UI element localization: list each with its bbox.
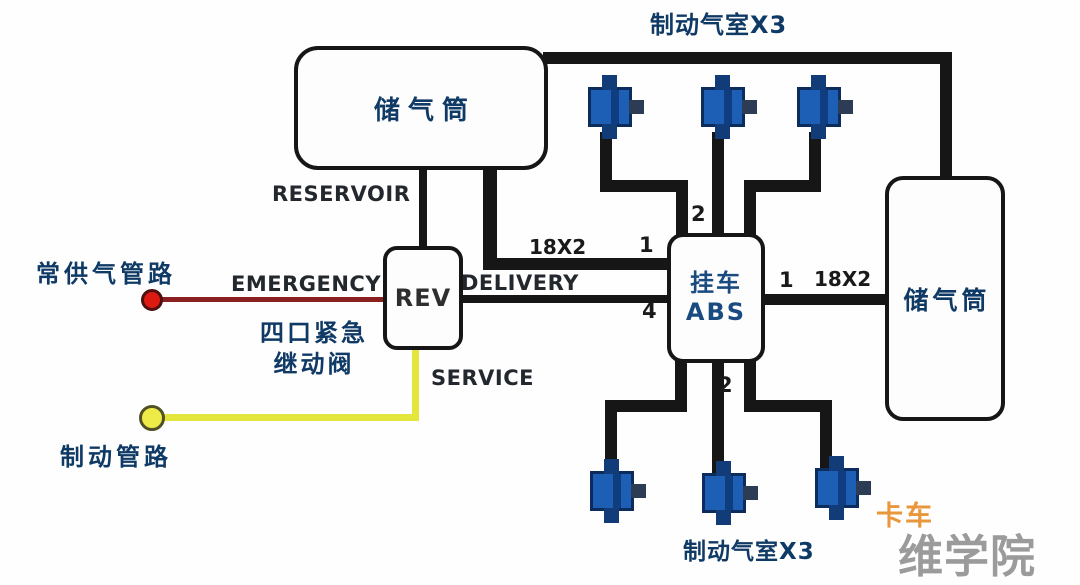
watermark-line2: 维学院	[898, 530, 1037, 583]
pipe-bottom-chamber1-exit	[675, 360, 687, 412]
port-label-abs-left-1: 1	[639, 233, 654, 257]
bottom-chamber-group-label: 制动气室X3	[683, 539, 815, 565]
pipe-top-chamber1-drop	[600, 132, 612, 192]
reservoir-port-label: RESERVOIR	[272, 182, 411, 206]
chamber-stub-right	[743, 486, 758, 500]
port-label-abs-delivery-4: 4	[642, 299, 657, 323]
left-reservoir-box: 储气筒	[294, 46, 548, 170]
service-line-port-dot	[139, 405, 165, 431]
pipe-bottom-chamber3-drop	[820, 400, 832, 471]
watermark-line1: 卡车	[876, 501, 934, 532]
chamber-stub-bottom	[829, 505, 844, 520]
supply-line-label: 常供气管路	[36, 260, 176, 288]
port-label-abs-top-2: 2	[691, 202, 706, 226]
rev-valve-name-line2: 继动阀	[273, 350, 355, 378]
pipe-bottom-chamber3-bend	[744, 400, 832, 412]
pipe-reservoir-to-rev	[419, 166, 427, 248]
abs-label-line2: ABS	[685, 298, 747, 326]
chamber-stub-top	[604, 459, 619, 474]
chamber-stub-top	[829, 456, 844, 471]
delivery-port-label: DELIVERY	[461, 271, 579, 295]
chamber-stub-top	[811, 75, 826, 90]
trailer-abs-box: 挂车 ABS	[667, 233, 765, 363]
hose-size-label-left: 18X2	[529, 235, 587, 259]
chamber-stub-bottom	[602, 124, 617, 139]
port-label-abs-bottom-2: 2	[718, 373, 733, 397]
hose-size-label-right: 18X2	[814, 267, 872, 291]
brake-chamber-icon	[702, 461, 758, 525]
pipe-bottom-chamber1-bend	[605, 400, 687, 412]
brake-line-label: 制动管路	[60, 443, 172, 471]
chamber-stub-bottom	[715, 124, 730, 139]
pipe-delivery-line	[460, 295, 672, 303]
pipe-top-chamber2-drop	[712, 132, 724, 237]
chamber-stub-top	[715, 75, 730, 90]
chamber-stub-top	[716, 461, 731, 476]
brake-chamber-icon	[815, 456, 871, 520]
pipe-reservoir-to-abs-horizontal	[483, 258, 673, 270]
pipe-top-chamber3-entry	[744, 180, 756, 237]
chamber-stub-bottom	[811, 124, 826, 139]
brake-chamber-icon	[588, 75, 644, 139]
chamber-stub-bottom	[716, 510, 731, 525]
service-port-label: SERVICE	[431, 366, 534, 390]
pipe-bottom-chamber2-drop	[712, 360, 724, 476]
pipe-top-supply-horizontal	[543, 52, 952, 64]
chamber-clamp-band	[820, 90, 828, 124]
pipe-top-chamber3-bend	[744, 180, 821, 192]
chamber-stub-right	[742, 100, 757, 114]
right-reservoir-box: 储气筒	[885, 176, 1005, 421]
chamber-stub-right	[838, 100, 853, 114]
pipe-top-chamber1-entry	[676, 180, 688, 237]
rev-valve-name-line1: 四口紧急	[260, 319, 368, 347]
pipe-top-supply-vertical	[940, 52, 952, 178]
brake-chamber-icon	[797, 75, 853, 139]
brake-chamber-icon	[701, 75, 757, 139]
right-reservoir-label: 储气筒	[903, 285, 991, 315]
chamber-clamp-band	[725, 476, 733, 510]
pipe-abs-to-right-reservoir	[763, 294, 887, 305]
abs-label-line1: 挂车	[690, 269, 742, 297]
chamber-stub-bottom	[604, 508, 619, 523]
chamber-stub-right	[631, 484, 646, 498]
rev-valve-label: REV	[394, 284, 452, 312]
brake-chamber-icon	[590, 459, 646, 523]
pipe-top-chamber3-drop	[809, 132, 821, 192]
chamber-stub-right	[629, 100, 644, 114]
emergency-line-port-dot	[141, 289, 163, 311]
port-label-abs-right-1: 1	[779, 268, 794, 292]
top-chamber-group-label: 制动气室X3	[650, 11, 788, 39]
pipe-emergency-red-line	[152, 297, 385, 302]
rev-valve-chinese-name: 四口紧急 继动阀	[248, 318, 380, 380]
chamber-stub-right	[856, 481, 871, 495]
chamber-clamp-band	[611, 90, 619, 124]
pipe-service-yellow-horizontal	[152, 414, 419, 421]
chamber-clamp-band	[838, 471, 846, 505]
pipe-bottom-chamber1-drop	[605, 400, 617, 474]
chamber-clamp-band	[724, 90, 732, 124]
pipe-bottom-chamber3-exit	[744, 360, 756, 412]
chamber-stub-top	[602, 75, 617, 90]
pipe-service-yellow-vertical	[412, 349, 419, 421]
left-reservoir-label: 储气筒	[373, 95, 476, 126]
pipe-top-chamber1-bend	[600, 180, 688, 192]
rev-valve-box: REV	[383, 246, 463, 350]
chamber-clamp-band	[613, 474, 621, 508]
emergency-port-label: EMERGENCY	[231, 272, 382, 296]
pipe-reservoir-to-abs-vertical	[483, 166, 497, 270]
